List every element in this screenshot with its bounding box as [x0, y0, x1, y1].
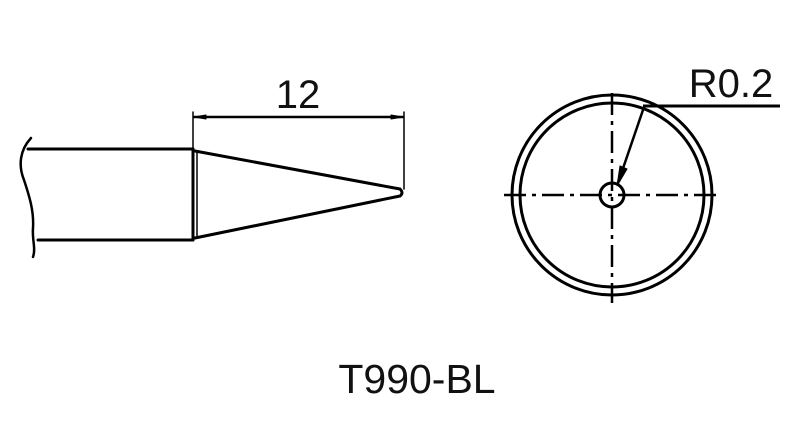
model-title: T990-BL [338, 356, 495, 402]
radius-leader-arrow [616, 165, 628, 187]
side-view [19, 111, 405, 259]
break-line [19, 136, 36, 259]
dimension-label: 12 [276, 73, 321, 117]
radius-label: R0.2 [689, 62, 774, 106]
end-view [504, 93, 780, 303]
dimension-arrow-left [193, 114, 207, 120]
dimension-arrow-right [390, 114, 404, 120]
cone-profile [193, 149, 404, 240]
